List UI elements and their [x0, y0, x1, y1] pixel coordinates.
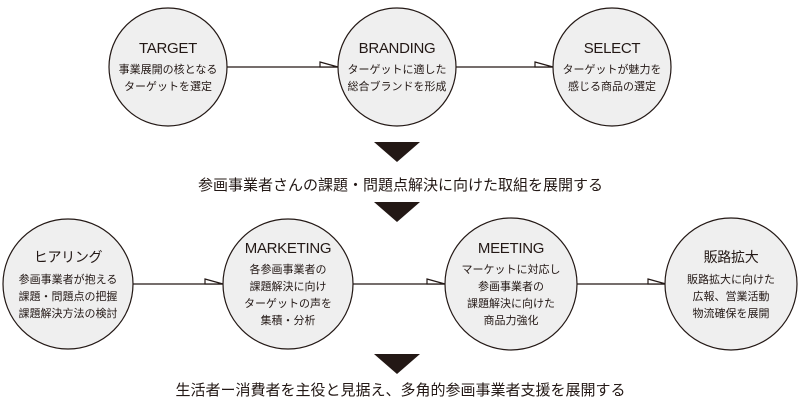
node-title: SELECT — [583, 39, 641, 57]
node-branding: BRANDING ターゲットに適した 総合ブランドを形成 — [338, 8, 456, 126]
node-text: 感じる商品の選定 — [568, 79, 656, 93]
node-text: ターゲットを選定 — [124, 79, 212, 93]
node-sales-expansion: 販路拡大 販路拡大に向けた 広報、営業活動 物流確保を展開 — [665, 218, 797, 350]
middle-statement: 参画事業者さんの課題・問題点解決に向けた取組を展開する — [197, 176, 603, 194]
node-text: 広報、営業活動 — [692, 289, 770, 303]
circle-branding — [337, 7, 457, 127]
node-text: 商品力強化 — [483, 313, 539, 327]
node-text: 課題解決に向け — [249, 279, 327, 293]
node-text: 課題解決に向けた — [467, 296, 555, 310]
node-text: マーケットに対応し — [461, 262, 561, 276]
node-meeting: MEETING マーケットに対応し 参画事業者の 課題解決に向けた 商品力強化 — [445, 218, 577, 350]
node-title: ヒアリング — [33, 249, 103, 266]
node-title: TARGET — [139, 39, 197, 57]
circle-meeting — [444, 217, 578, 351]
node-text: 集積・分析 — [260, 313, 316, 327]
arrowhead — [647, 278, 667, 285]
node-text: 参画事業者が抱える — [18, 272, 118, 286]
node-title: 販路拡大 — [703, 249, 759, 266]
node-marketing: MARKETING 各参画事業者の 課題解決に向け ターゲットの声を 集積・分析 — [223, 219, 353, 349]
node-text: 参画事業者の — [478, 279, 544, 293]
node-title: MEETING — [477, 239, 545, 257]
node-text: ターゲットの声を — [244, 296, 332, 310]
arrowhead — [534, 61, 554, 68]
circle-sales-expansion — [664, 217, 798, 351]
arrowhead — [319, 61, 339, 68]
node-select: SELECT ターゲットが魅力を 感じる商品の選定 — [553, 8, 671, 126]
down-arrow-icon — [374, 142, 420, 162]
node-title: MARKETING — [244, 239, 332, 257]
node-target: TARGET 事業展開の核となる ターゲットを選定 — [109, 8, 227, 126]
node-text: ターゲットに適した — [347, 62, 447, 76]
circle-marketing — [222, 218, 354, 350]
node-text: ターゲットが魅力を — [562, 62, 662, 76]
node-text: 事業展開の核となる — [118, 62, 218, 76]
node-hearing: ヒアリング 参画事業者が抱える 課題・問題点の把握 課題解決方法の検討 — [3, 219, 133, 349]
circle-target — [108, 7, 228, 127]
circle-select — [552, 7, 672, 127]
node-title: BRANDING — [358, 39, 436, 57]
node-text: 課題・問題点の把握 — [18, 289, 118, 303]
down-arrow-icon — [374, 202, 420, 222]
node-text: 総合ブランドを形成 — [347, 79, 447, 93]
final-statement: 生活者ー消費者を主役と見据え、多角的参画事業者支援を展開する — [175, 381, 626, 399]
down-arrow-icon — [374, 354, 420, 374]
circle-hearing — [2, 218, 134, 350]
node-text: 課題解決方法の検討 — [18, 306, 118, 320]
arrowhead — [204, 278, 224, 285]
node-text: 物流確保を展開 — [692, 306, 770, 320]
node-text: 販路拡大に向けた — [687, 272, 775, 286]
node-text: 各参画事業者の — [249, 262, 327, 276]
arrowhead — [426, 278, 446, 285]
